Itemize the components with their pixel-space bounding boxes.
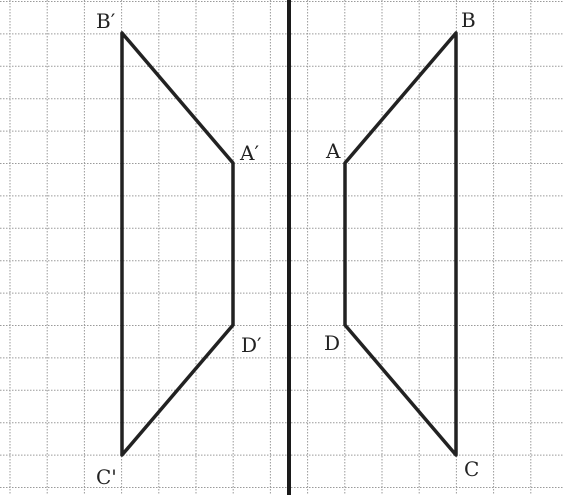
vertex-label-a-prime: A′	[239, 141, 259, 165]
vertex-label-b: B	[461, 8, 476, 32]
reflected-trapezoid	[120, 31, 235, 457]
vertex-label-a: A	[325, 139, 341, 163]
vertex-label-d: D	[324, 331, 340, 355]
vertex-label-c-prime: C'	[96, 465, 117, 489]
vertex-label-b-prime: B′	[96, 9, 116, 33]
vertex-label-c: C	[464, 457, 479, 481]
vertex-label-d-prime: D′	[241, 333, 262, 357]
original-trapezoid	[343, 31, 458, 457]
